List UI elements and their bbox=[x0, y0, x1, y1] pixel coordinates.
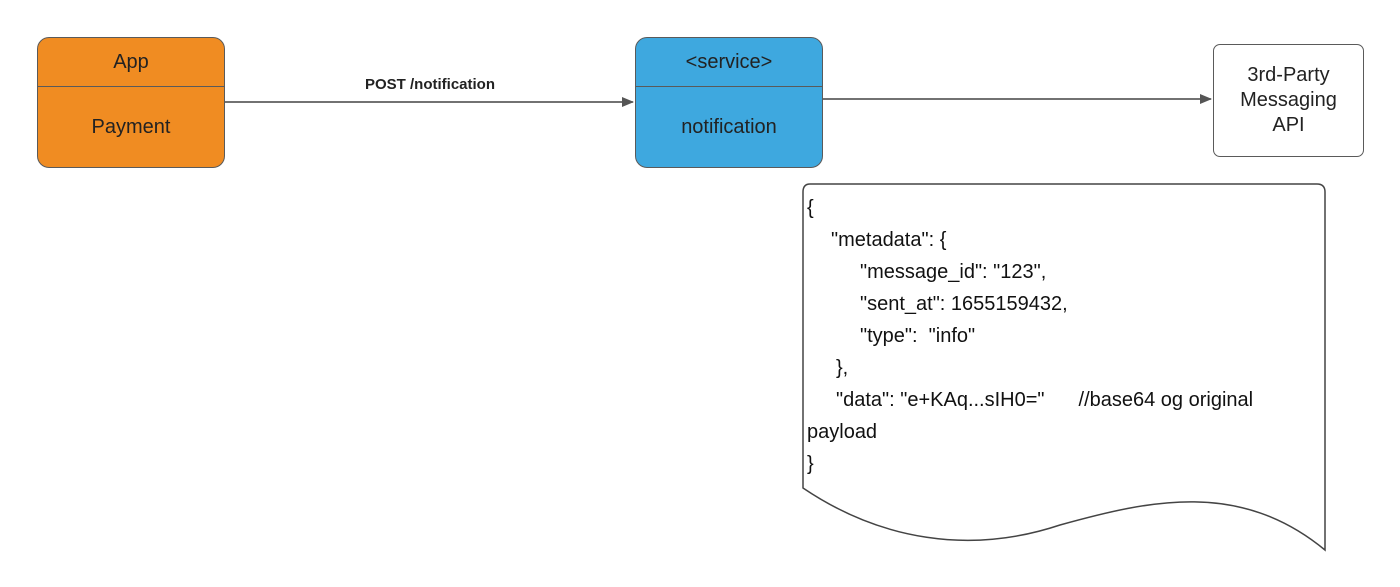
payload-line-data: "data": "e+KAq...sIH0=" //base64 og origi… bbox=[807, 384, 1317, 416]
payload-line-message-id: "message_id": "123", bbox=[860, 261, 1047, 283]
app-node-body: Payment bbox=[91, 115, 171, 138]
notification-service-node[interactable]: <service> notification bbox=[635, 37, 823, 168]
app-payment-node[interactable]: App Payment bbox=[37, 37, 225, 168]
payload-line-type: "type": "info" bbox=[860, 325, 976, 347]
payload-json: { "metadata": { "message_id": "123", "se… bbox=[807, 192, 1317, 480]
app-node-header: App bbox=[38, 38, 224, 87]
payload-line-metadata: "metadata": { bbox=[831, 229, 947, 251]
payload-comment: //base64 og original bbox=[1078, 389, 1254, 411]
third-party-api-node[interactable]: 3rd-Party Messaging API bbox=[1213, 44, 1364, 157]
payload-line-comment-cont: payload bbox=[807, 421, 878, 443]
payload-line-sent-at: "sent_at": 1655159432, bbox=[860, 293, 1068, 315]
payload-line-metadata-close: }, bbox=[836, 357, 849, 379]
service-node-body: notification bbox=[681, 115, 777, 138]
edge-label-post-notification: POST /notification bbox=[365, 76, 495, 93]
payload-document-shape bbox=[802, 183, 1326, 552]
payload-line-open: { bbox=[807, 197, 814, 219]
service-node-header: <service> bbox=[636, 38, 822, 87]
payload-data-value: "data": "e+KAq...sIH0=" bbox=[836, 389, 1045, 411]
payload-line-close: } bbox=[807, 453, 814, 475]
